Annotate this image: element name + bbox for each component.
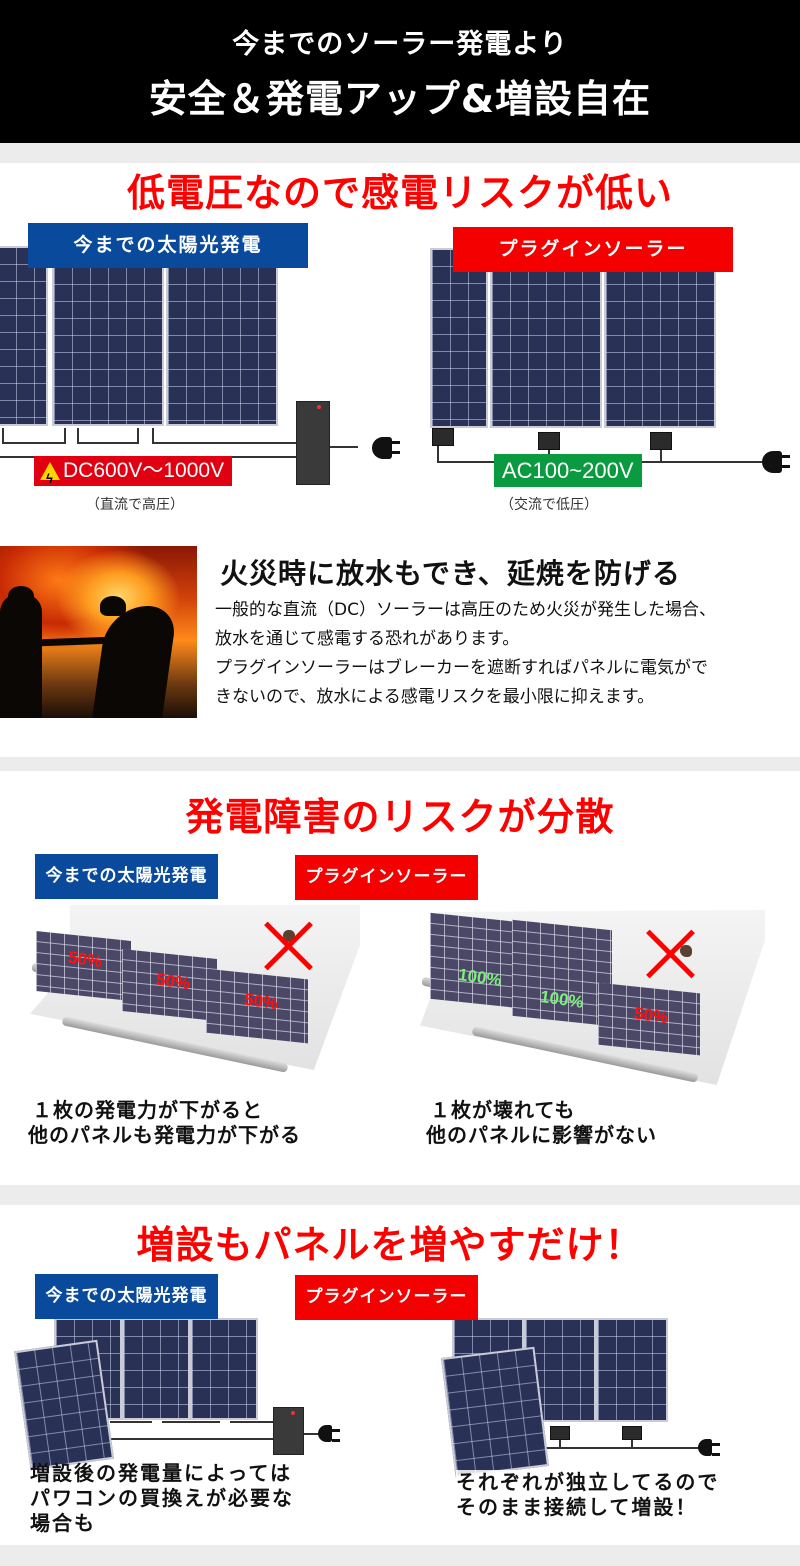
section-title: 増設もパネルを増やすだけ！ xyxy=(136,1223,644,1267)
dc-voltage-badge: DC600V〜1000V xyxy=(34,456,233,494)
microinverter xyxy=(622,1426,642,1440)
added-solar-panel xyxy=(441,1346,549,1478)
dc-voltage-note: （直流で高圧） xyxy=(86,497,184,513)
section-divider xyxy=(0,757,800,771)
solar-panel xyxy=(166,266,278,426)
solar-panel xyxy=(190,1318,258,1420)
microinverter xyxy=(550,1426,570,1440)
power-plug-icon xyxy=(698,1439,720,1456)
left-caption: １枚の発電力が下がると 他のパネルも発電力が下がる xyxy=(28,1098,301,1147)
solar-panel xyxy=(430,248,488,428)
right-caption: それぞれが独立してるので そのまま接続して増設！ xyxy=(456,1470,720,1520)
fire-line: きないので、放水による感電リスクを最小限に抑えます。 xyxy=(215,687,655,707)
warning-triangle-icon xyxy=(40,462,60,494)
solar-panel xyxy=(122,1318,190,1420)
fire-description: 一般的な直流（DC）ソーラーは高圧のため火災が発生した場合、 放水を通じて感電す… xyxy=(215,596,800,712)
section-title: 低電圧なので感電リスクが低い xyxy=(126,171,673,215)
power-plug-icon xyxy=(372,437,400,459)
cross-mark-icon xyxy=(644,928,696,980)
ac-voltage-badge: AC100~200V xyxy=(494,454,642,487)
microinverter xyxy=(432,428,454,446)
section-title: 発電障害のリスクが分散 xyxy=(185,795,615,839)
fire-line: 一般的な直流（DC）ソーラーは高圧のため火災が発生した場合、 xyxy=(215,600,716,620)
solar-panel xyxy=(604,266,716,428)
label-plugin-solar: プラグインソーラー xyxy=(295,1275,478,1320)
microinverter xyxy=(538,432,560,450)
solar-panel xyxy=(596,1318,668,1422)
solar-panel xyxy=(490,266,602,428)
solar-panel xyxy=(524,1318,596,1422)
hero-subtitle: 今までのソーラー発電より xyxy=(232,29,568,60)
right-caption: １枚が壊れても 他のパネルに影響がない xyxy=(426,1098,657,1147)
left-caption: 増設後の発電量によっては パワコンの買換えが必要な 場合も xyxy=(30,1461,294,1535)
solar-panel xyxy=(0,246,48,426)
microinverter xyxy=(650,432,672,450)
fire-line: 放水を通じて感電する恐れがあります。 xyxy=(215,629,520,649)
power-plug-icon xyxy=(762,451,790,473)
ac-voltage-note: （交流で低圧） xyxy=(500,497,598,513)
section-divider xyxy=(0,1185,800,1205)
added-solar-panel xyxy=(14,1339,114,1471)
hero-title: 安全＆発電アップ&増設自在 xyxy=(148,77,652,121)
dc-voltage-value: DC600V〜1000V xyxy=(63,459,225,482)
firefighters-image xyxy=(0,546,197,718)
label-plugin-solar: プラグインソーラー xyxy=(295,855,478,900)
hero-banner: 今までのソーラー発電より 安全＆発電アップ&増設自在 xyxy=(0,0,800,143)
section-divider xyxy=(0,143,800,163)
fire-line: プラグインソーラーはブレーカーを遮断すればパネルに電気がで xyxy=(215,658,708,678)
power-plug-icon xyxy=(318,1425,340,1442)
section-divider xyxy=(0,1545,800,1566)
solar-panel xyxy=(52,266,164,426)
label-conventional-solar: 今までの太陽光発電 xyxy=(35,854,218,899)
label-plugin-solar: プラグインソーラー xyxy=(453,227,733,272)
fire-heading: 火災時に放水もでき、延焼を防げる xyxy=(220,557,681,590)
label-conventional-solar: 今までの太陽光発電 xyxy=(35,1274,218,1319)
cross-mark-icon xyxy=(262,920,314,972)
power-conditioner xyxy=(296,401,330,485)
power-conditioner xyxy=(273,1407,304,1455)
label-conventional-solar: 今までの太陽光発電 xyxy=(28,223,308,268)
